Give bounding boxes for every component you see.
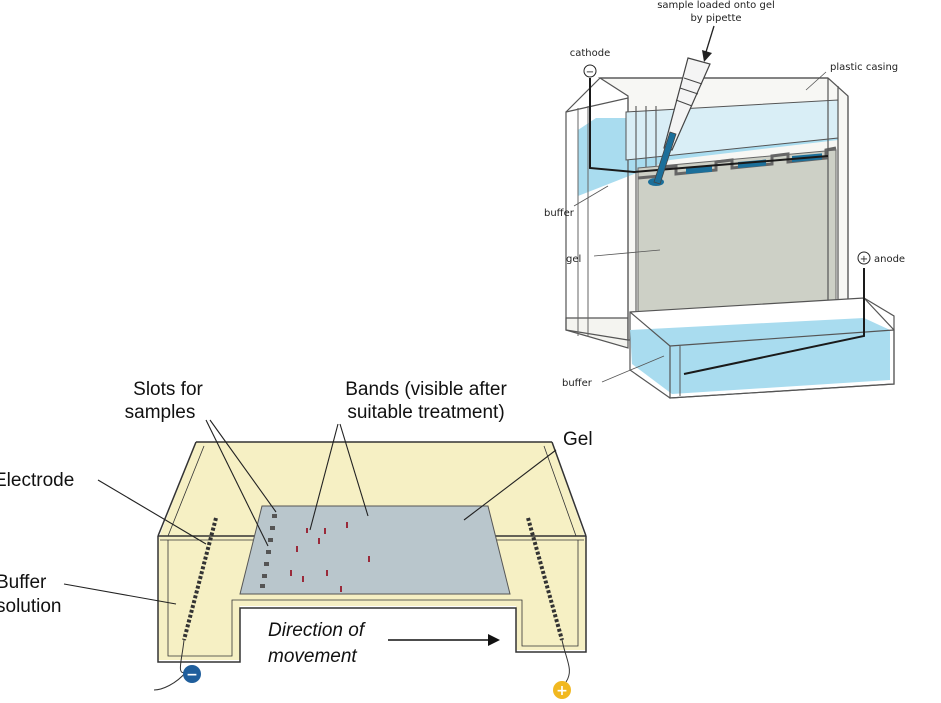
right-electrode xyxy=(526,517,564,641)
gel-label-large: Gel xyxy=(563,429,593,450)
left-side-panel xyxy=(565,97,629,341)
bottom-tank-front xyxy=(669,329,895,399)
anode-wire xyxy=(683,268,865,375)
cathode-label: cathode xyxy=(570,48,611,59)
gel-slab xyxy=(637,149,837,327)
tank-outline xyxy=(157,536,587,663)
bottom-buffer xyxy=(630,318,890,394)
cathode-wire xyxy=(589,78,829,174)
buffer-label-line2: solution xyxy=(0,596,62,617)
negative-sign: − xyxy=(186,667,198,683)
electrode-label: Electrode xyxy=(0,470,74,491)
buffer-label-line1: Buffer xyxy=(0,572,47,593)
pipette-label-line1: sample loaded onto gel xyxy=(657,0,775,11)
horizontal-gel-apparatus: − + Slots for samples Bands (visible aft… xyxy=(0,379,593,699)
slots-label-line1: Slots for xyxy=(133,379,203,400)
gel-bands xyxy=(290,522,370,592)
buffer-bottom-label: buffer xyxy=(562,378,593,389)
direction-label-line1: Direction of xyxy=(268,620,366,641)
anode-sign: + xyxy=(860,254,868,265)
bands-label-line2: suitable treatment) xyxy=(347,402,504,423)
pipette-label-line2: by pipette xyxy=(690,13,741,24)
left-electrode xyxy=(182,517,218,641)
bands-label-line1: Bands (visible after xyxy=(345,379,507,400)
sample-slots xyxy=(260,514,277,588)
direction-label-line2: movement xyxy=(268,646,357,667)
gel-plate xyxy=(239,505,511,595)
gel-label: gel xyxy=(566,254,581,265)
vertical-gel-apparatus: − + sample loaded onto gel by pipette ca… xyxy=(544,0,905,399)
cathode-sign: − xyxy=(586,67,594,78)
anode-terminal-icon xyxy=(857,251,871,265)
cathode-terminal-icon xyxy=(583,64,597,78)
pipette-icon xyxy=(653,57,711,185)
positive-terminal-icon xyxy=(553,681,571,699)
anode-label: anode xyxy=(874,254,905,265)
negative-terminal-icon xyxy=(183,665,201,683)
positive-sign: + xyxy=(556,683,568,699)
plastic-casing-label: plastic casing xyxy=(830,62,898,73)
slots-label-line2: samples xyxy=(125,402,196,423)
buffer-top-label: buffer xyxy=(544,208,575,219)
base-plate xyxy=(565,317,629,349)
